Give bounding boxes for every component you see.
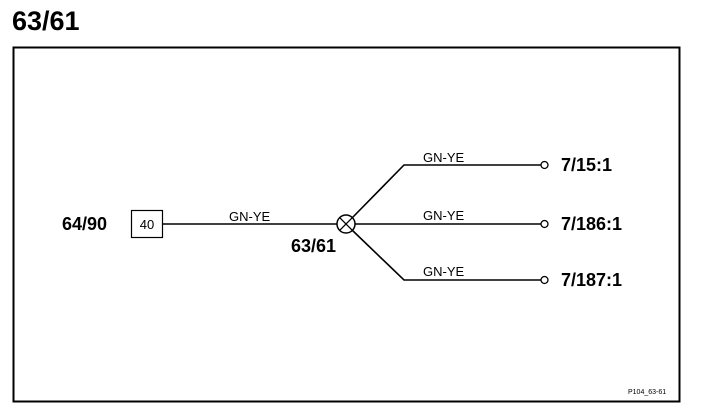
endpoint-middle-label: 7/186:1 [561,214,622,234]
footer-reference: P104_63-61 [628,389,666,396]
terminal-bottom-icon [540,275,549,285]
connector-pin-label: 40 [140,217,154,232]
splice-icon [336,214,356,234]
terminal-top-icon [540,160,549,170]
wire-bottom [351,229,541,281]
wire-bottom-label: GN-YE [423,264,465,279]
wire-middle-label: GN-YE [423,208,465,223]
connector-label: 64/90 [62,214,107,234]
diagram-frame [12,46,681,403]
wire-top [351,164,541,219]
terminal-middle-icon [540,219,549,229]
wire-main-label: GN-YE [229,209,271,224]
endpoint-bottom-label: 7/187:1 [561,270,622,290]
endpoint-top-label: 7/15:1 [561,155,612,175]
page-title: 63/61 [12,6,80,36]
connector-pin-box [130,209,164,239]
splice-label: 63/61 [291,236,336,256]
wire-top-label: GN-YE [423,150,465,165]
